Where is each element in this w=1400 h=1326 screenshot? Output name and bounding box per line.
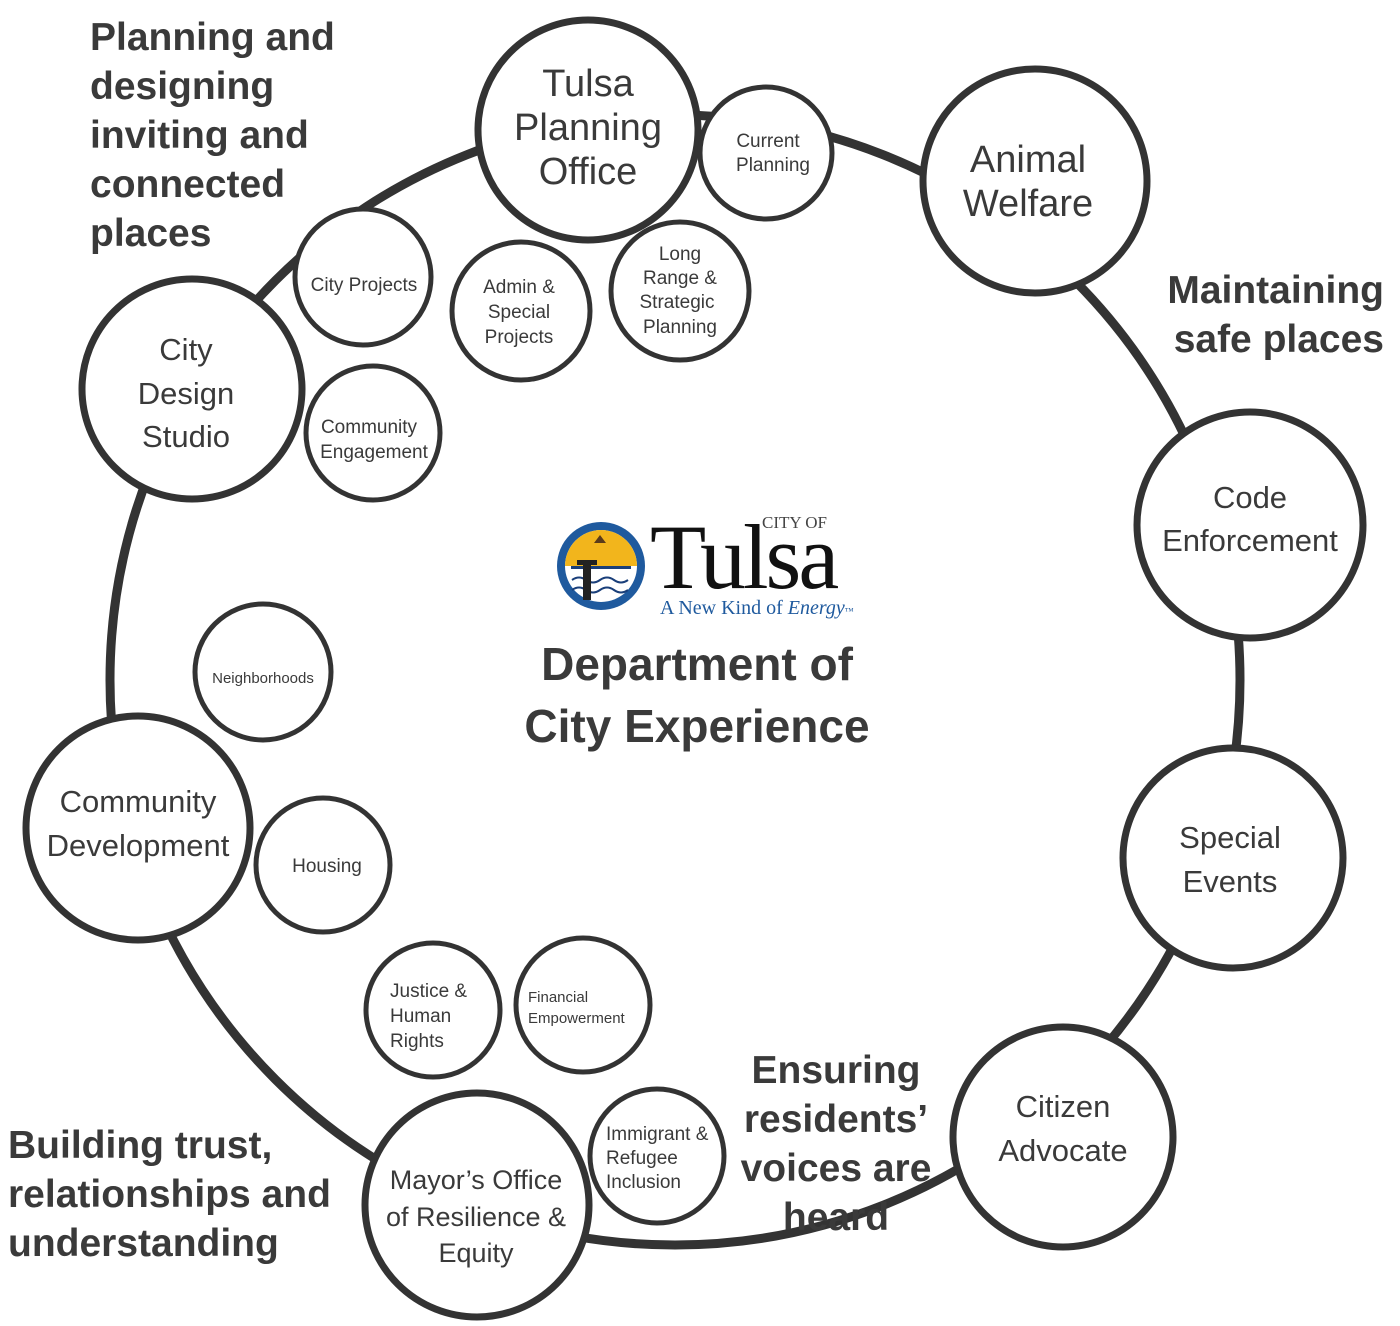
svg-text:Immigrant &: Immigrant & bbox=[606, 1124, 709, 1145]
svg-text:A New Kind of Energy™: A New Kind of Energy™ bbox=[660, 597, 854, 619]
program-immigrant-refugee-inclusion: Immigrant & Refugee Inclusion bbox=[587, 1086, 727, 1226]
svg-text:Community: Community bbox=[321, 417, 418, 438]
svg-text:Engagement: Engagement bbox=[320, 442, 428, 463]
svg-text:Financial: Financial bbox=[528, 989, 588, 1006]
svg-text:CITY OF: CITY OF bbox=[762, 513, 827, 532]
department-title: Department of City Experience bbox=[524, 638, 869, 752]
svg-text:of Resilience &: of Resilience & bbox=[386, 1202, 566, 1232]
theme-planning-designing: Planning and designing inviting and conn… bbox=[90, 16, 335, 255]
program-city-projects: City Projects bbox=[292, 206, 434, 348]
svg-text:Ensuring: Ensuring bbox=[751, 1049, 920, 1092]
svg-text:Studio: Studio bbox=[142, 419, 230, 454]
svg-text:Development: Development bbox=[47, 828, 230, 863]
svg-text:Strategic: Strategic bbox=[640, 292, 715, 313]
svg-text:Admin &: Admin & bbox=[483, 277, 555, 298]
svg-text:Special: Special bbox=[488, 302, 550, 323]
svg-text:Range &: Range & bbox=[643, 268, 717, 289]
svg-text:connected: connected bbox=[90, 163, 285, 206]
svg-text:residents’: residents’ bbox=[744, 1098, 928, 1141]
svg-text:Empowerment: Empowerment bbox=[528, 1010, 626, 1027]
svg-text:City: City bbox=[159, 332, 213, 367]
svg-text:Long: Long bbox=[659, 244, 701, 265]
svg-text:Refugee: Refugee bbox=[606, 1148, 678, 1169]
division-code-enforcement: Code Enforcement bbox=[1133, 408, 1367, 642]
svg-text:Tulsa: Tulsa bbox=[542, 63, 634, 105]
svg-text:Planning: Planning bbox=[643, 317, 717, 338]
division-mayors-office: Mayor’s Office of Resilience & Equity bbox=[361, 1089, 593, 1321]
svg-text:City Experience: City Experience bbox=[524, 700, 869, 752]
svg-text:Planning: Planning bbox=[514, 107, 662, 149]
theme-building-trust: Building trust, relationships and unders… bbox=[8, 1124, 331, 1265]
svg-text:Animal: Animal bbox=[970, 139, 1086, 181]
svg-text:Planning and: Planning and bbox=[90, 16, 335, 59]
svg-text:Neighborhoods: Neighborhoods bbox=[212, 670, 314, 687]
svg-text:Justice &: Justice & bbox=[390, 981, 467, 1002]
svg-text:Rights: Rights bbox=[390, 1031, 444, 1052]
svg-text:places: places bbox=[90, 212, 211, 255]
svg-text:Current: Current bbox=[736, 131, 800, 152]
division-community-development: Community Development bbox=[22, 712, 254, 944]
city-seal-icon bbox=[557, 522, 645, 610]
svg-text:Advocate: Advocate bbox=[998, 1133, 1127, 1168]
svg-text:inviting and: inviting and bbox=[90, 114, 309, 157]
svg-text:Human: Human bbox=[390, 1006, 451, 1027]
svg-text:designing: designing bbox=[90, 65, 274, 108]
division-citizen-advocate: Citizen Advocate bbox=[949, 1023, 1177, 1251]
program-financial-empowerment: Financial Empowerment bbox=[513, 935, 653, 1075]
division-special-events: Special Events bbox=[1119, 744, 1347, 972]
program-housing: Housing bbox=[253, 795, 393, 935]
svg-text:safe places: safe places bbox=[1174, 318, 1384, 361]
svg-text:Tulsa: Tulsa bbox=[650, 506, 838, 608]
svg-text:Design: Design bbox=[138, 376, 235, 411]
svg-text:Events: Events bbox=[1183, 864, 1278, 899]
svg-text:Community: Community bbox=[60, 784, 217, 819]
theme-ensuring-voices-heard: Ensuring residents’ voices are heard bbox=[741, 1049, 932, 1239]
svg-text:Building trust,: Building trust, bbox=[8, 1124, 272, 1167]
svg-text:Equity: Equity bbox=[438, 1238, 514, 1268]
svg-text:Inclusion: Inclusion bbox=[606, 1172, 681, 1193]
svg-text:Welfare: Welfare bbox=[963, 183, 1093, 225]
svg-text:City Projects: City Projects bbox=[311, 275, 418, 296]
svg-text:voices are: voices are bbox=[741, 1147, 932, 1190]
svg-text:Department of: Department of bbox=[541, 638, 853, 690]
svg-text:Housing: Housing bbox=[292, 856, 362, 877]
svg-text:Mayor’s Office: Mayor’s Office bbox=[390, 1165, 563, 1195]
city-of-tulsa-logo: CITY OF Tulsa A New Kind of Energy™ bbox=[557, 506, 854, 619]
svg-text:relationships and: relationships and bbox=[8, 1173, 331, 1216]
program-neighborhoods: Neighborhoods bbox=[192, 601, 334, 743]
svg-text:heard: heard bbox=[783, 1196, 889, 1239]
division-animal-welfare: Animal Welfare bbox=[919, 65, 1151, 297]
svg-text:Maintaining: Maintaining bbox=[1167, 269, 1384, 312]
svg-text:Projects: Projects bbox=[485, 327, 554, 348]
program-long-range-strategic-planning: Long Range & Strategic Planning bbox=[608, 219, 752, 363]
svg-text:understanding: understanding bbox=[8, 1222, 279, 1265]
program-admin-special-projects: Admin & Special Projects bbox=[449, 239, 593, 383]
division-city-design-studio: City Design Studio bbox=[78, 275, 306, 503]
svg-text:Enforcement: Enforcement bbox=[1162, 523, 1338, 558]
svg-text:Office: Office bbox=[539, 151, 638, 193]
svg-text:Citizen: Citizen bbox=[1016, 1089, 1111, 1124]
program-community-engagement: Community Engagement bbox=[303, 363, 443, 503]
svg-text:Special: Special bbox=[1179, 820, 1281, 855]
svg-text:Code: Code bbox=[1213, 480, 1287, 515]
program-justice-human-rights: Justice & Human Rights bbox=[363, 940, 503, 1080]
program-current-planning: Current Planning bbox=[697, 84, 835, 222]
theme-maintaining-safe-places: Maintaining safe places bbox=[1167, 269, 1384, 361]
division-tulsa-planning-office: Tulsa Planning Office bbox=[474, 16, 702, 244]
svg-text:Planning: Planning bbox=[736, 155, 810, 176]
